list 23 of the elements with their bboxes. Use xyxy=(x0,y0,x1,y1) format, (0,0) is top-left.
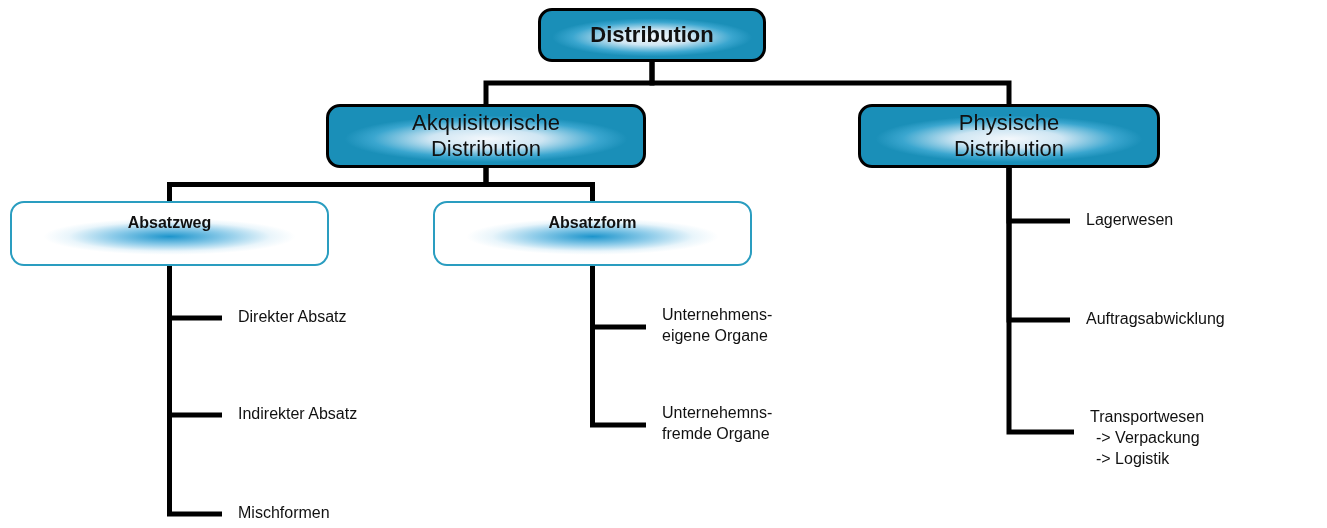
connector-line xyxy=(649,62,1012,104)
box-label: Absatzform xyxy=(548,213,637,233)
branch-label: Indirekter Absatz xyxy=(238,404,358,424)
branch-label: Auftragsabwicklung xyxy=(1086,309,1225,329)
connector-line xyxy=(1006,168,1074,435)
subcategory-box xyxy=(10,201,329,266)
branch-label: Direkter Absatz xyxy=(238,307,347,327)
box-label: Akquisitorische Distribution xyxy=(411,109,561,163)
branch-label: Lagerwesen xyxy=(1086,210,1174,230)
box-label: Absatzweg xyxy=(127,213,212,233)
category-box xyxy=(858,104,1160,168)
sub-item-text: -> Logistik xyxy=(1096,448,1170,469)
branch-label: Mischformen xyxy=(238,503,330,523)
branch-label: Unternehemns- fremde Organe xyxy=(662,403,774,444)
root-box xyxy=(538,8,766,62)
branch-label: Transportwesen xyxy=(1090,407,1205,427)
connector-line xyxy=(483,168,595,201)
box-label: Physische Distribution xyxy=(952,109,1065,163)
subcategory-box xyxy=(433,201,752,266)
sub-item-text: -> Verpackung xyxy=(1096,427,1200,448)
category-box xyxy=(326,104,646,168)
box-label: Distribution xyxy=(590,21,714,49)
branch-label: Unternehmens- eigene Organe xyxy=(662,305,774,346)
